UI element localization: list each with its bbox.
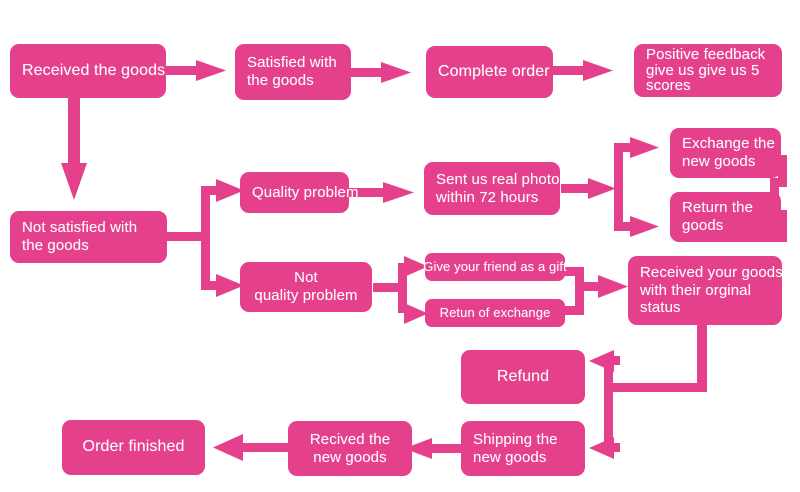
node-give-your-friend-as-a-gift[interactable]: Give your friend as a gift <box>423 253 567 281</box>
node-received-the-goods[interactable]: Received the goods <box>10 44 166 98</box>
node-line: the goods <box>247 72 314 89</box>
edge-gifts-to-receivedgoods <box>562 267 628 315</box>
edge-satisfied-to-complete <box>351 62 411 83</box>
node-line: Shipping the <box>473 430 558 448</box>
node-line: Not satisfied with <box>22 219 138 237</box>
node-line: Satisfied with <box>247 54 337 72</box>
node-not-quality-problem[interactable]: Not quality problem <box>240 262 372 312</box>
node-refund[interactable]: Refund <box>461 350 585 404</box>
node-line: status <box>640 299 681 317</box>
node-line: new goods <box>682 153 756 170</box>
node-satisfied-with-the-goods[interactable]: Satisfied with the goods <box>235 44 351 100</box>
node-retun-of-exchange[interactable]: Retun of exchange <box>425 299 565 327</box>
node-line: Not <box>294 269 318 287</box>
node-line: Positive feedback <box>646 45 766 63</box>
edge-recived-to-orderfinished <box>213 434 294 461</box>
node-shipping-the-new-goods[interactable]: Shipping the new goods <box>461 421 585 476</box>
node-positive-feedback[interactable]: Positive feedback give us give us 5 scor… <box>634 44 782 97</box>
node-line: Refund <box>496 367 550 385</box>
node-sent-us-real-photos[interactable]: Sent us real photos within 72 hours <box>424 162 567 215</box>
node-line: the goods <box>22 237 89 254</box>
node-return-the-goods[interactable]: Return the goods <box>670 192 781 242</box>
node-received-your-goods[interactable]: Received your goods with their orginal s… <box>628 256 783 325</box>
node-line: Retun of exchange <box>439 305 551 321</box>
node-line: Return the <box>682 199 754 217</box>
node-line: goods <box>682 217 724 234</box>
node-line: Recived the <box>309 430 391 448</box>
node-line: with their orginal <box>640 281 752 299</box>
node-complete-order[interactable]: Complete order <box>426 46 553 98</box>
edge-photos-split <box>561 137 659 237</box>
node-line: give us give us 5 <box>646 61 760 79</box>
node-line: Give your friend as a gift <box>423 259 567 275</box>
edge-complete-to-feedback <box>553 60 613 81</box>
node-line: Order finished <box>82 438 185 456</box>
edge-shipping-to-recived <box>404 438 462 459</box>
node-line: new goods <box>473 448 547 466</box>
node-recived-the-new-goods[interactable]: Recived the new goods <box>288 421 412 476</box>
node-line: Complete order <box>438 62 550 80</box>
edge-received-to-satisfied <box>166 60 226 81</box>
node-line: scores <box>646 77 691 95</box>
edge-received-to-notsatisfied <box>61 98 87 200</box>
node-line: Exchange the <box>682 135 775 153</box>
node-exchange-the-new-goods[interactable]: Exchange the new goods <box>670 128 781 178</box>
node-line: Received the goods <box>22 61 166 79</box>
edge-receivedgoods-to-refund-shipping <box>589 325 707 459</box>
edge-notquality-split <box>373 256 428 324</box>
node-order-finished[interactable]: Order finished <box>62 420 205 475</box>
node-line: quality problem <box>254 287 358 304</box>
node-line: Received your goods <box>640 263 783 281</box>
edge-notsatisfied-split <box>167 179 244 297</box>
node-quality-problem[interactable]: Quality problem <box>240 172 358 213</box>
node-line: Quality problem <box>252 183 359 201</box>
node-line: new goods <box>313 448 387 466</box>
node-line: Sent us real photos <box>436 170 568 188</box>
edge-quality-to-photos <box>349 182 414 203</box>
node-line: within 72 hours <box>436 188 539 206</box>
node-not-satisfied[interactable]: Not satisfied with the goods <box>10 211 167 263</box>
